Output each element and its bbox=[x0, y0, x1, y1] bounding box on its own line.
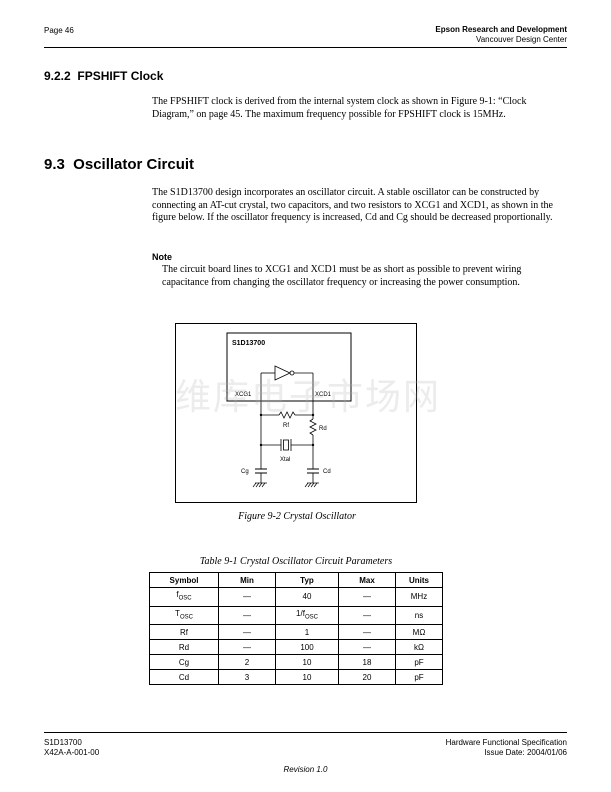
page-number: Page 46 bbox=[44, 26, 74, 35]
rf-label: Rf bbox=[283, 423, 289, 429]
symbol-cell: Rf bbox=[149, 624, 219, 641]
max-cell: 18 bbox=[338, 654, 396, 671]
min-cell: 3 bbox=[218, 669, 276, 686]
symbol-cell: TOSC bbox=[149, 605, 219, 626]
footer-product: S1D13700 bbox=[44, 738, 82, 747]
table-header-row: Symbol Min Typ Max Units bbox=[149, 572, 443, 588]
chip-label: S1D13700 bbox=[232, 340, 265, 347]
ground-symbol-right bbox=[304, 482, 319, 488]
note-body: The circuit board lines to XCG1 and XCD1… bbox=[162, 264, 522, 288]
ground-symbol-left bbox=[252, 482, 267, 488]
min-cell: — bbox=[218, 624, 276, 641]
cd-label: Cd bbox=[323, 469, 331, 475]
watermark: 维库电子市场网 bbox=[175, 377, 442, 417]
typ-cell: 1 bbox=[275, 624, 339, 641]
table-row: Cd 3 10 20 pF bbox=[149, 669, 443, 686]
min-cell: 2 bbox=[218, 654, 276, 671]
rd-label: Rd bbox=[319, 426, 327, 432]
header-rule bbox=[44, 47, 567, 48]
table-row: Rd — 100 — kΩ bbox=[149, 639, 443, 656]
figure-frame bbox=[175, 323, 417, 503]
typ-cell: 10 bbox=[275, 654, 339, 671]
cg-label: Cg bbox=[241, 469, 249, 475]
min-cell: — bbox=[218, 587, 276, 607]
max-cell: — bbox=[338, 624, 396, 641]
note-title: Note bbox=[152, 252, 172, 262]
junction-dot bbox=[311, 443, 315, 447]
table-row: TOSC — 1/fOSC — ns bbox=[149, 605, 443, 626]
max-cell: — bbox=[338, 639, 396, 656]
symbol-cell: Rd bbox=[149, 639, 219, 656]
section-paragraph-922: The FPSHIFT clock is derived from the in… bbox=[152, 96, 527, 120]
footer-doc-number: X42A-A-001-00 bbox=[44, 747, 100, 757]
units-cell: kΩ bbox=[395, 639, 443, 656]
xtal-body bbox=[283, 439, 289, 451]
symbol-cell: fOSC bbox=[149, 587, 219, 607]
company-name: Epson Research and Development bbox=[435, 25, 567, 34]
column-header: Symbol bbox=[149, 572, 219, 588]
units-cell: pF bbox=[395, 669, 443, 686]
junction-dot bbox=[259, 443, 263, 447]
chip-box bbox=[226, 332, 352, 402]
junction-dot bbox=[311, 413, 315, 417]
figure-caption: Figure 9-2 Crystal Oscillator bbox=[238, 511, 356, 522]
units-cell: pF bbox=[395, 654, 443, 671]
units-cell: MHz bbox=[395, 587, 443, 607]
symbol-cell: Cg bbox=[149, 654, 219, 671]
units-cell: MΩ bbox=[395, 624, 443, 641]
column-header: Min bbox=[218, 572, 276, 588]
typ-cell: 10 bbox=[275, 669, 339, 686]
min-cell: — bbox=[218, 605, 276, 626]
section-heading-922: 9.2.2 FPSHIFT Clock bbox=[44, 69, 164, 83]
xtal-label: Xtal bbox=[280, 457, 290, 463]
section-heading-93: 9.3 Oscillator Circuit bbox=[44, 156, 195, 173]
typ-cell: 40 bbox=[275, 587, 339, 607]
section-paragraph-93: The S1D13700 design incorporates an osci… bbox=[152, 187, 553, 223]
junction-dot bbox=[259, 413, 263, 417]
parameters-table: Symbol Min Typ Max Units fOSC — 40 — MHz… bbox=[149, 572, 443, 686]
table-row: Cg 2 10 18 pF bbox=[149, 654, 443, 671]
column-header: Units bbox=[395, 572, 443, 588]
column-header: Typ bbox=[275, 572, 339, 588]
max-cell: — bbox=[338, 605, 396, 626]
header-company-block: Epson Research and Development Vancouver… bbox=[435, 25, 567, 45]
footer-rule bbox=[44, 732, 567, 733]
column-header: Max bbox=[338, 572, 396, 588]
footer-left: S1D13700 X42A-A-001-00 bbox=[44, 738, 99, 757]
min-cell: — bbox=[218, 639, 276, 656]
footer-right: Hardware Functional Specification Issue … bbox=[446, 738, 567, 757]
design-center: Vancouver Design Center bbox=[475, 35, 567, 44]
table-caption: Table 9-1 Crystal Oscillator Circuit Par… bbox=[199, 556, 393, 567]
oscillator-circuit-diagram: S1D13700 XCG1 XCD1 Rf Rd Xtal Cg Cd bbox=[175, 323, 417, 503]
inverter-symbol bbox=[274, 365, 291, 381]
max-cell: 20 bbox=[338, 669, 396, 686]
footer-revision: Revision 1.0 bbox=[283, 765, 328, 774]
pin-xcd1-label: XCD1 bbox=[315, 392, 332, 398]
footer-doc-title: Hardware Functional Specification bbox=[445, 738, 567, 747]
symbol-cell: Cd bbox=[149, 669, 219, 686]
max-cell: — bbox=[338, 587, 396, 607]
pin-xcg1-label: XCG1 bbox=[235, 392, 252, 398]
footer-issue-date: Issue Date: 2004/01/06 bbox=[484, 747, 567, 757]
units-cell: ns bbox=[395, 605, 443, 626]
typ-cell: 1/fOSC bbox=[275, 605, 339, 626]
typ-cell: 100 bbox=[275, 639, 339, 656]
resistor-rf bbox=[278, 411, 296, 419]
table-row: Rf — 1 — MΩ bbox=[149, 624, 443, 641]
table-row: fOSC — 40 — MHz bbox=[149, 587, 443, 607]
resistor-rd bbox=[309, 418, 317, 436]
